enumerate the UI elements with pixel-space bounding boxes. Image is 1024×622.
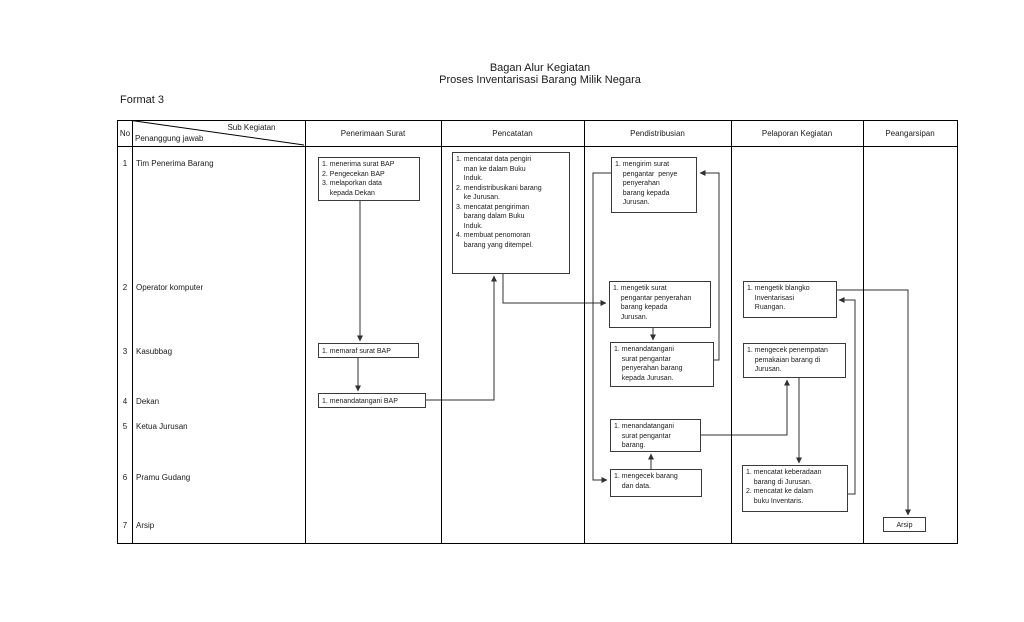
flow-box-memaraf: 1. memaraf surat BAP bbox=[318, 343, 419, 358]
flow-box-mengetik-blangko: 1. mengetik blangko Inventarisasi Ruanga… bbox=[743, 281, 837, 318]
flow-table: No Sub Kegiatan Penanggung jawab Penerim… bbox=[117, 120, 958, 544]
flow-box-mencatat-keberadaan: 1. mencatat keberadaan barang di Jurusan… bbox=[742, 465, 848, 512]
flow-box-ttd-surat-pengantar: 1. menandatangani surat pengantar penyer… bbox=[610, 342, 714, 387]
row-label-ketua-jurusan: Ketua Jurusan bbox=[136, 422, 188, 431]
column-divider bbox=[441, 121, 442, 543]
header-divider bbox=[118, 146, 957, 147]
flow-box-mengetik-surat: 1. mengetik surat pengantar penyerahan b… bbox=[609, 281, 711, 328]
row-label-tim-penerima-barang: Tim Penerima Barang bbox=[136, 159, 214, 168]
flow-box-mengecek-penempatan: 1. mengecek penempatan pemakaian barang … bbox=[743, 343, 846, 378]
row-number: 5 bbox=[122, 422, 128, 431]
header-pendistribusian: Pendistribusian bbox=[630, 129, 685, 138]
row-label-arsip: Arsip bbox=[136, 521, 155, 530]
header-penerimaan-surat: Penerimaan Surat bbox=[340, 129, 406, 138]
format-label: Format 3 bbox=[120, 94, 165, 106]
row-number: 6 bbox=[122, 473, 128, 482]
flow-box-arsip: Arsip bbox=[883, 517, 926, 532]
column-divider bbox=[863, 121, 864, 543]
row-label-pramu-gudang: Pramu Gudang bbox=[136, 473, 191, 482]
flow-box-mengirim-surat: 1. mengirim surat pengantar penye penyer… bbox=[611, 157, 697, 213]
row-number: 2 bbox=[122, 283, 128, 292]
row-number: 4 bbox=[122, 397, 128, 406]
row-number: 7 bbox=[122, 521, 128, 530]
flow-box-mengecek-barang: 1. mengecek barang dan data. bbox=[610, 469, 702, 497]
title-line1: Bagan Alur Kegiatan bbox=[489, 62, 591, 74]
row-label-kasubbag: Kasubbag bbox=[136, 347, 173, 356]
header-penanggung-jawab: Penanggung jawab bbox=[135, 134, 204, 143]
header-peangarsipan: Peangarsipan bbox=[885, 129, 935, 138]
row-number: 1 bbox=[122, 159, 128, 168]
column-divider bbox=[731, 121, 732, 543]
flow-box-terima-surat: 1. menerima surat BAP 2. Pengecekan BAP … bbox=[318, 157, 420, 201]
page-title: Bagan Alur Kegiatan Proses Inventarisasi… bbox=[210, 62, 870, 86]
flow-box-menandatangani-bap: 1. menandatangani BAP bbox=[318, 393, 426, 408]
header-sub-kegiatan: Sub Kegiatan bbox=[227, 123, 276, 132]
header-no: No bbox=[119, 129, 131, 138]
column-divider bbox=[305, 121, 306, 543]
flow-box-ttd-pengantar-barang: 1. menandatangani surat pengantar barang… bbox=[610, 419, 701, 452]
row-label-dekan: Dekan bbox=[136, 397, 160, 406]
row-label-operator-komputer: Operator komputer bbox=[136, 283, 204, 292]
header-pelaporan-kegiatan: Pelaporan Kegiatan bbox=[761, 129, 833, 138]
row-number: 3 bbox=[122, 347, 128, 356]
title-line2: Proses Inventarisasi Barang Milik Negara bbox=[439, 74, 641, 86]
header-pencatatan: Pencatatan bbox=[492, 129, 533, 138]
column-divider bbox=[584, 121, 585, 543]
flow-box-pencatatan: 1. mencatat data pengiri man ke dalam Bu… bbox=[452, 152, 570, 274]
column-divider bbox=[132, 121, 133, 543]
